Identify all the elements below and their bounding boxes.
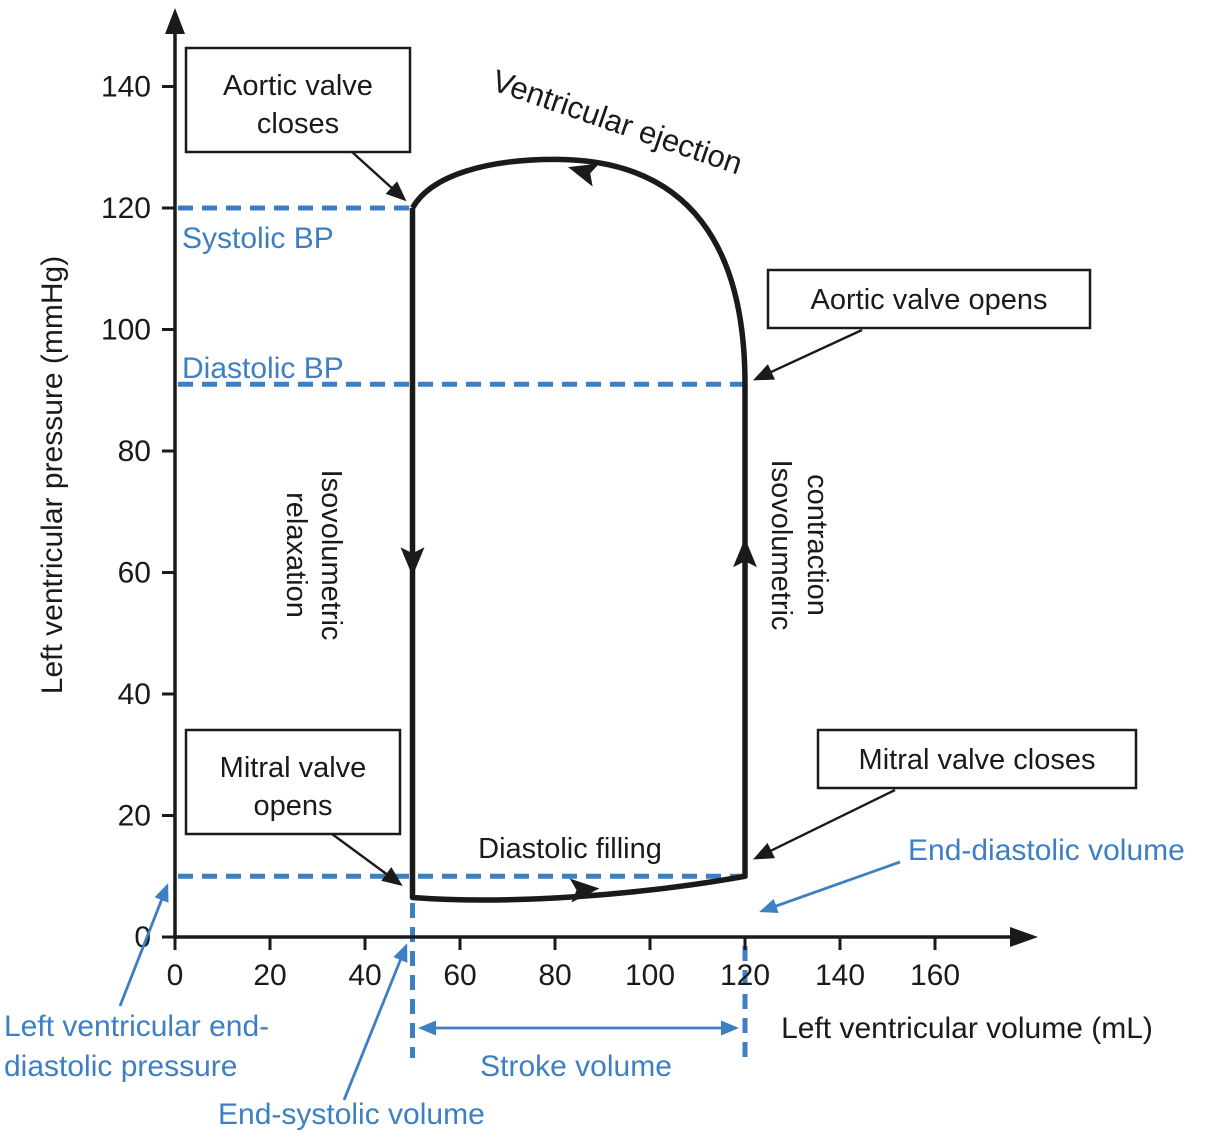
pv-loop-path [409,156,748,903]
mitral-valve-closes-label: Mitral valve closes [859,744,1096,776]
lv-end-diastolic-pressure-label-line2: diastolic pressure [4,1050,237,1083]
lv-end-diastolic-pressure-label-line1: Left ventricular end- [4,1010,269,1043]
diastolic-filling-label: Diastolic filling [478,833,662,865]
x-tick-label: 60 [443,959,476,992]
mitral-valve-closes-box [816,728,1138,790]
y-tick-label: 80 [118,435,151,468]
x-tick-label: 160 [910,959,960,992]
diastolic-bp-label: Diastolic BP [182,352,344,385]
aortic-valve-opens-label: Aortic valve opens [811,284,1048,316]
aortic-valve-opens-callout: Aortic valve opens [766,268,1092,330]
aortic-valve-opens-arrow [752,328,863,381]
y-axis-title: Left ventricular pressure (mmHg) [36,256,69,694]
y-tick-label: 100 [101,314,151,347]
isovolumetric-relaxation-label-line2: relaxation [280,492,312,618]
mitral-valve-opens-callout: Mitral valve opens [184,728,402,836]
x-axis-arrowhead [1010,927,1038,947]
x-axis-title: Left ventricular volume (mL) [781,1012,1153,1045]
end-systolic-volume-label: End-systolic volume [218,1098,485,1131]
mitral-valve-opens-label-line1: Mitral valve [220,752,367,784]
y-tick-label: 0 [134,921,151,954]
x-tick-label: 20 [253,959,286,992]
isovolumetric-relaxation-label-line1: Isovolumetric [315,470,347,641]
y-tick-label: 60 [118,557,151,590]
end-systolic-volume-arrow [342,943,408,1101]
end-diastolic-volume-label: End-diastolic volume [908,834,1185,867]
stroke-volume-label: Stroke volume [480,1050,672,1083]
aortic-valve-closes-label-line2: closes [257,108,339,140]
isovolumetric-relaxation-arrow [400,547,425,577]
aortic-valve-closes-callout: Aortic valve closes [184,46,412,154]
end-diastolic-volume-arrow [759,860,901,914]
x-tick-label: 120 [720,959,770,992]
mitral-valve-opens-box [184,728,402,836]
isovolumetric-contraction-arrow [733,538,757,568]
x-tick-label: 0 [167,959,184,992]
diastolic-filling-arrow [569,878,600,903]
mitral-valve-closes-arrow [752,788,896,860]
x-tick-label: 140 [815,959,865,992]
y-tick-label: 40 [118,678,151,711]
y-tick-label: 120 [101,192,151,225]
y-tick-label: 20 [118,800,151,833]
lv-end-diastolic-pressure-arrow [118,883,169,1007]
aortic-valve-opens-box [766,268,1092,330]
x-tick-label: 40 [348,959,381,992]
ventricular-ejection-arrow [568,163,600,187]
isovolumetric-contraction-label-line2: contraction [801,474,833,616]
x-tick-label: 100 [625,959,675,992]
ticks-layer: 0 20 40 60 80 100 120 140 160 0 20 40 60 80 100 120 140 [101,71,960,993]
aortic-valve-closes-arrow [351,151,407,202]
isovolumetric-contraction-label-line1: Isovolumetric [765,460,797,631]
guide-lines-layer [178,205,748,1058]
aortic-valve-closes-box [184,46,412,154]
y-axis-arrowhead [165,8,185,34]
aortic-valve-closes-label-line1: Aortic valve [223,70,373,102]
y-tick-label: 140 [101,71,151,104]
ventricular-ejection-label: Ventricular ejection [488,63,747,181]
systolic-bp-label: Systolic BP [182,222,334,255]
mitral-valve-opens-arrow [331,833,403,887]
x-tick-label: 80 [538,959,571,992]
mitral-valve-opens-label-line2: opens [253,790,332,822]
loop-layer [400,156,757,903]
mitral-valve-closes-callout: Mitral valve closes [816,728,1138,790]
